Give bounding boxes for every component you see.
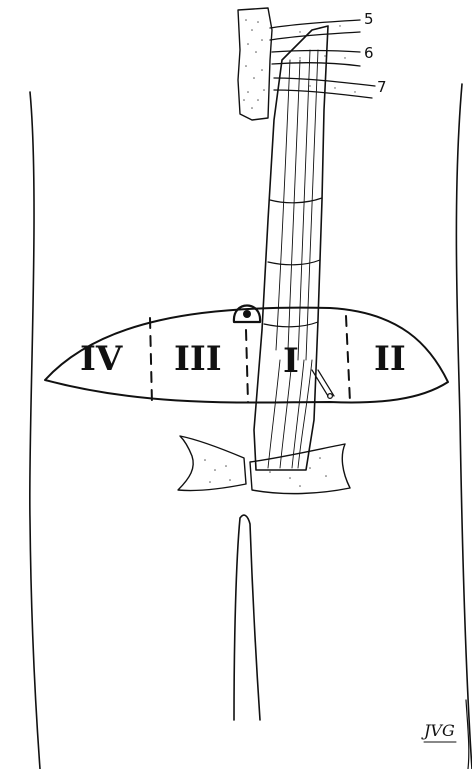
body-outline-left (30, 92, 40, 769)
umbilicus-landmark (234, 306, 260, 323)
rib-label-6: 6 (364, 44, 374, 62)
zone-label-4: IV (80, 339, 123, 379)
zone-label-2: II (374, 339, 406, 379)
sacral-structures (178, 436, 350, 494)
zone-label-1: I (283, 341, 299, 381)
body-outline-right (456, 84, 472, 769)
gluteal-cleft (234, 515, 260, 720)
rib-label-5: 5 (364, 10, 374, 28)
spine-segment (238, 8, 272, 120)
artist-signature: JVG (421, 721, 455, 740)
rib-label-7: 7 (377, 78, 387, 96)
ribs (270, 20, 375, 98)
zone-label-3: III (174, 339, 222, 379)
